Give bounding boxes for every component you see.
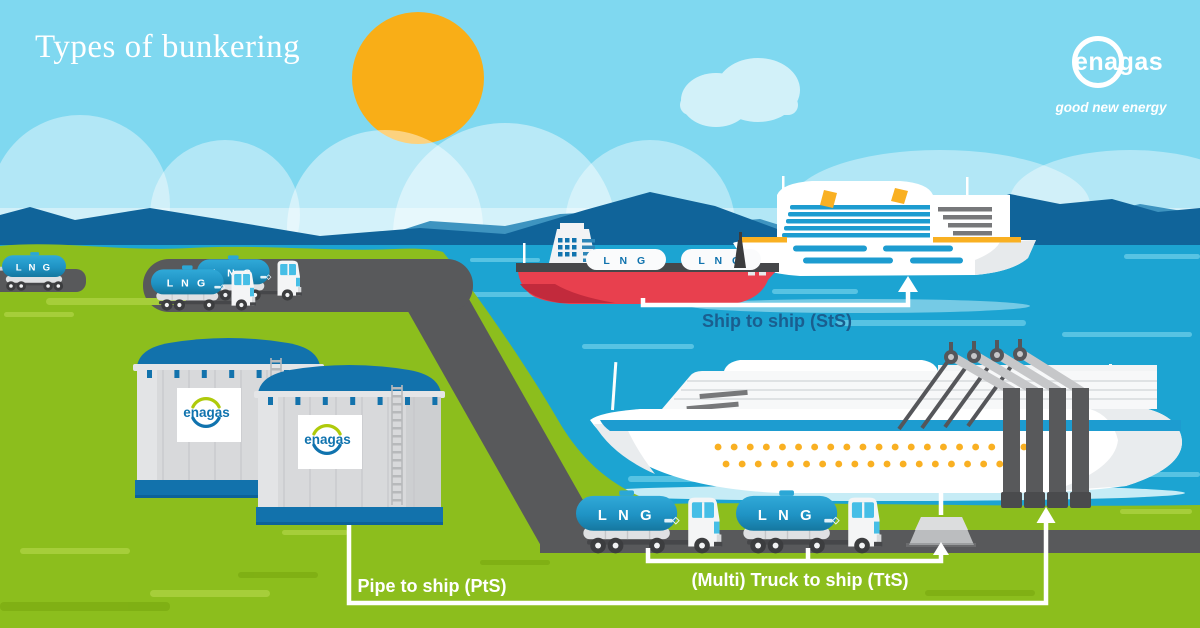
stern-mast (734, 240, 746, 268)
arm-joints (944, 347, 1027, 364)
cruise-ship-sts (733, 176, 1036, 276)
top-deck (724, 360, 938, 371)
enagas-logo: enagas good new energy (1054, 36, 1168, 115)
hull-stripe (600, 420, 1181, 431)
enagas-logo-text: enagas (1074, 48, 1163, 76)
page-title: Types of bunkering (35, 29, 300, 65)
lng-tank-1 (586, 249, 666, 270)
enagas-logo-ring (1072, 36, 1124, 88)
funnel (891, 188, 908, 204)
mast (782, 176, 785, 196)
arrowheads (898, 276, 1056, 555)
arm-columns (1003, 388, 1089, 494)
arm-bases (1001, 492, 1091, 508)
road-diagonal (380, 262, 613, 553)
label-truck-to-ship: (Multi) Truck to ship (TtS) (692, 570, 909, 590)
lng-carrier-ship: L N G L N G (516, 223, 779, 304)
pts-connector-line (346, 521, 1049, 606)
top-deck (777, 181, 933, 195)
mast (611, 362, 618, 411)
ship-tank-lng-label: L N G (603, 255, 648, 267)
sun (352, 12, 484, 144)
ship-tank-lng-label: L N G (698, 255, 743, 267)
bow-accent (739, 237, 787, 243)
stern-deck-steps (938, 207, 992, 236)
tts-pedestal-arrow (933, 542, 949, 555)
small-bright-cloud (680, 58, 800, 127)
lng-truck-quay-1 (575, 489, 723, 555)
bridge-windows (558, 238, 577, 257)
mast (966, 177, 969, 205)
label-pipe-to-ship: Pipe to ship (PtS) (357, 576, 506, 596)
sts-arrow (898, 276, 918, 292)
bow-mast (523, 243, 526, 271)
hull-windows (793, 245, 963, 264)
land-accents (0, 298, 1192, 611)
lng-truck-quay-2 (735, 489, 883, 555)
loading-arms (897, 339, 1091, 508)
storage-tank-2 (254, 365, 445, 525)
lng-truck-pad-front (150, 264, 257, 312)
deck-stripes (782, 205, 933, 238)
tts-ship-arrow (932, 466, 950, 483)
label-ship-to-ship: Ship to ship (StS) (702, 311, 852, 331)
tts-connector-line (645, 548, 944, 564)
porthole-dots (714, 443, 1042, 468)
connector-lines (346, 290, 1049, 606)
funnel (820, 190, 837, 208)
stern-accent (933, 237, 1021, 243)
sts-connector-line (640, 290, 911, 308)
enagas-tagline: good new energy (1054, 100, 1168, 115)
lng-trailer-edge (0, 252, 67, 291)
pts-arrow (1036, 507, 1056, 523)
